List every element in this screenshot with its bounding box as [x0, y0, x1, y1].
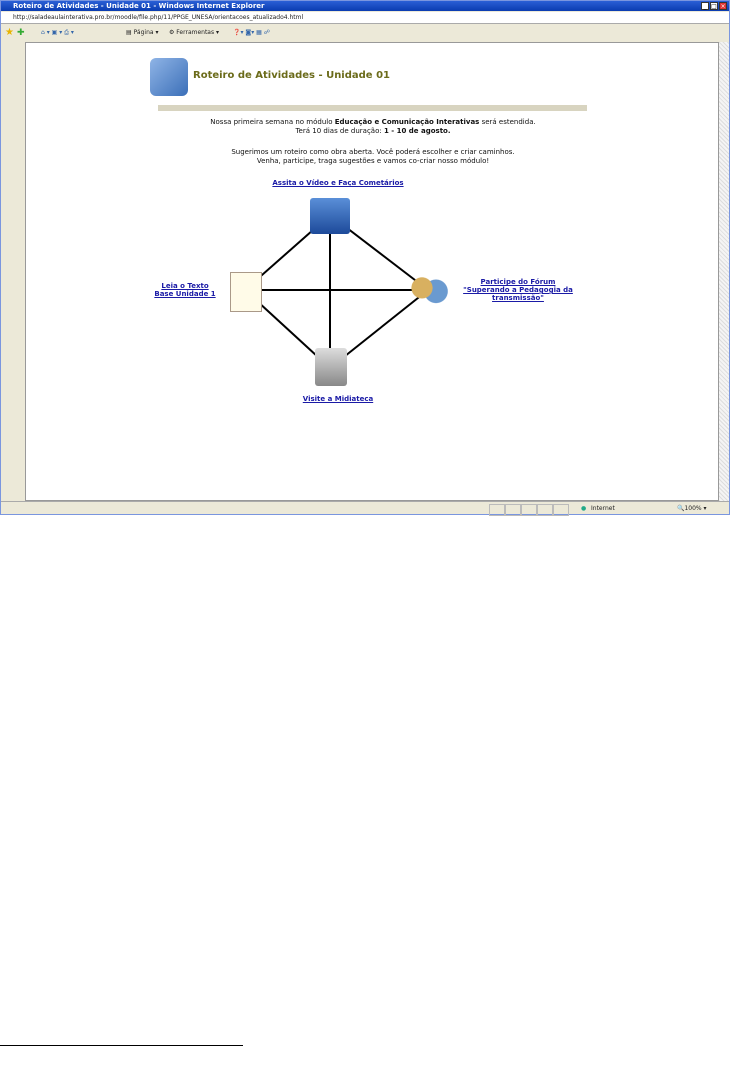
page-logo-icon — [150, 58, 188, 96]
tools-menu[interactable]: ⚙ Ferramentas ▾ — [169, 29, 220, 36]
zoom-control[interactable]: 🔍100% ▾ — [677, 505, 707, 512]
vertical-scrollbar[interactable] — [719, 42, 729, 501]
maximize-button[interactable]: □ — [710, 2, 718, 10]
activity-diagram-lines — [244, 214, 429, 369]
media-library-icon[interactable] — [315, 348, 347, 386]
footnote-separator — [0, 1045, 243, 1046]
status-bar: ● Internet 🔍100% ▾ — [1, 501, 729, 516]
zone-label: Internet — [591, 505, 615, 512]
globe-icon: ● — [581, 505, 587, 512]
add-favorites-icon[interactable]: ✚ — [17, 28, 25, 38]
minimize-button[interactable]: _ — [701, 2, 709, 10]
help-icon[interactable]: ❓▾ ◙▾ ▦ ☍ — [233, 29, 270, 36]
intro-line-3: Sugerimos um roteiro como obra aberta. V… — [231, 148, 515, 156]
media-link[interactable]: Visite a Midiateca — [302, 395, 374, 403]
intro-line-1: Nossa primeira semana no módulo Educação… — [210, 118, 536, 126]
browser-window: Roteiro de Atividades - Unidade 01 - Win… — [0, 0, 730, 516]
page-title: Roteiro de Atividades - Unidade 01 — [193, 70, 390, 81]
forum-people-icon[interactable] — [408, 276, 448, 310]
page-content — [25, 42, 719, 501]
intro-line-2: Terá 10 dias de duração: 1 - 10 de agost… — [295, 127, 451, 135]
title-bar: Roteiro de Atividades - Unidade 01 - Win… — [1, 1, 729, 11]
page-menu[interactable]: ▤ Página ▾ — [126, 29, 159, 36]
command-bar: ★ ✚ ⌂ ▾ ▣ ▾ ⎙ ▾ ▤ Página ▾ ⚙ Ferramentas… — [1, 25, 729, 41]
close-button[interactable]: × — [719, 2, 727, 10]
home-icon[interactable]: ⌂ ▾ ▣ ▾ ⎙ ▾ — [41, 29, 74, 36]
favorites-star-icon[interactable]: ★ — [5, 27, 14, 38]
divider — [158, 105, 587, 111]
document-icon[interactable] — [230, 272, 262, 312]
video-icon[interactable] — [310, 198, 350, 234]
address-bar[interactable]: http://saladeaulainterativa.pro.br/moodl… — [1, 12, 729, 24]
video-link[interactable]: Assita o Vídeo e Faça Cometários — [272, 179, 404, 187]
intro-line-4: Venha, participe, traga sugestões e vamo… — [256, 157, 490, 165]
forum-link[interactable]: Participe do Fórum"Superando a Pedagogia… — [463, 278, 573, 302]
